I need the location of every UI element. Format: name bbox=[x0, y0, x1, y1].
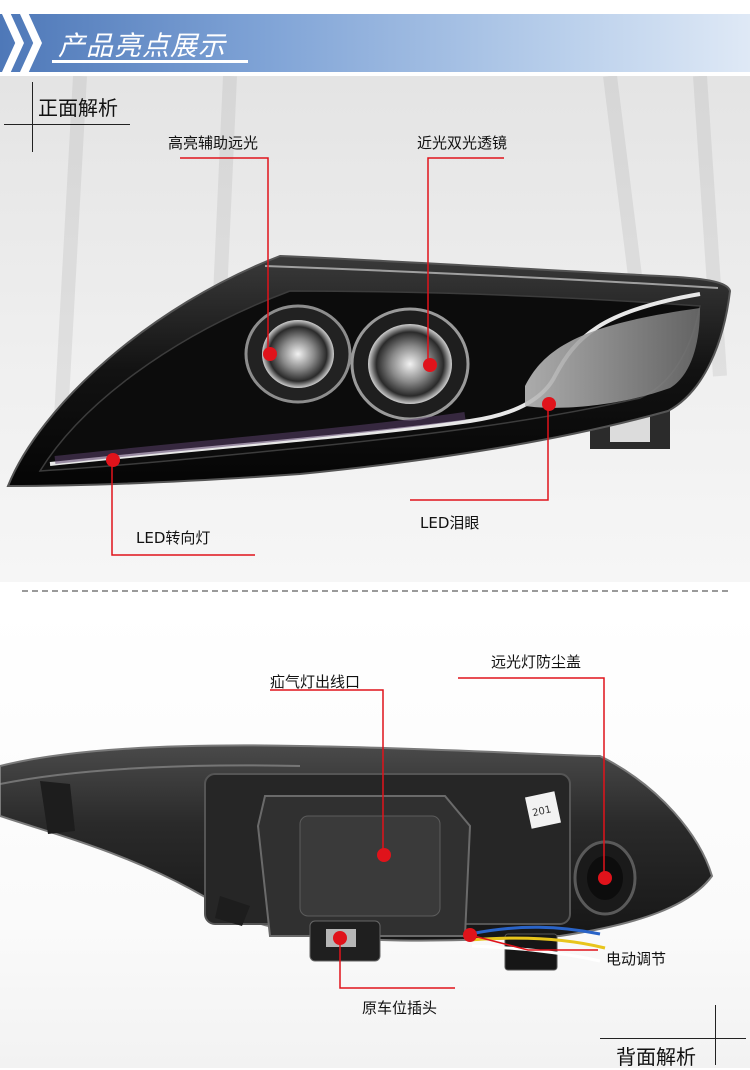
header-banner: 产品亮点展示 bbox=[0, 14, 750, 72]
callout-dot bbox=[106, 453, 120, 467]
label-high-beam-aux: 高亮辅助远光 bbox=[168, 134, 259, 152]
callout-line-high-beam bbox=[180, 157, 269, 354]
label-oem-plug: 原车位插头 bbox=[362, 999, 438, 1017]
corner-line bbox=[715, 1005, 716, 1065]
callout-line-led-turn bbox=[111, 460, 255, 556]
rear-view-photo: 201 bbox=[0, 606, 750, 1068]
sticker-label: 201 bbox=[531, 804, 552, 819]
corner-line bbox=[32, 82, 33, 152]
label-led-turn: LED转向灯 bbox=[136, 529, 211, 547]
callout-dot bbox=[423, 358, 437, 372]
callout-line-xenon bbox=[270, 689, 384, 855]
label-low-high-lens: 近光双光透镜 bbox=[417, 134, 508, 152]
banner-title: 产品亮点展示 bbox=[58, 31, 226, 62]
callout-dot bbox=[333, 931, 347, 945]
banner-underline bbox=[52, 60, 248, 63]
callout-dot bbox=[263, 347, 277, 361]
front-headlight-illustration bbox=[6, 76, 732, 488]
front-view-photo bbox=[0, 76, 750, 582]
label-high-beam-cover: 远光灯防尘盖 bbox=[491, 653, 582, 671]
callout-line-adjust bbox=[469, 934, 598, 951]
section-divider bbox=[22, 590, 728, 592]
callout-line-led-tear bbox=[410, 404, 549, 501]
callout-dot bbox=[377, 848, 391, 862]
corner-line bbox=[600, 1038, 746, 1039]
callout-line-plug bbox=[339, 938, 455, 989]
rear-section-title: 背面解析 bbox=[616, 1045, 696, 1069]
callout-line-dust-cap bbox=[458, 677, 605, 878]
label-led-tear: LED泪眼 bbox=[420, 514, 480, 532]
front-section-title: 正面解析 bbox=[38, 96, 118, 120]
corner-line bbox=[4, 124, 130, 125]
label-electric-adjust: 电动调节 bbox=[606, 950, 667, 968]
callout-line-lens bbox=[427, 157, 504, 364]
callout-dot bbox=[463, 928, 477, 942]
callout-dot bbox=[598, 871, 612, 885]
callout-dot bbox=[542, 397, 556, 411]
label-xenon-outlet: 疝气灯出线口 bbox=[270, 673, 361, 691]
